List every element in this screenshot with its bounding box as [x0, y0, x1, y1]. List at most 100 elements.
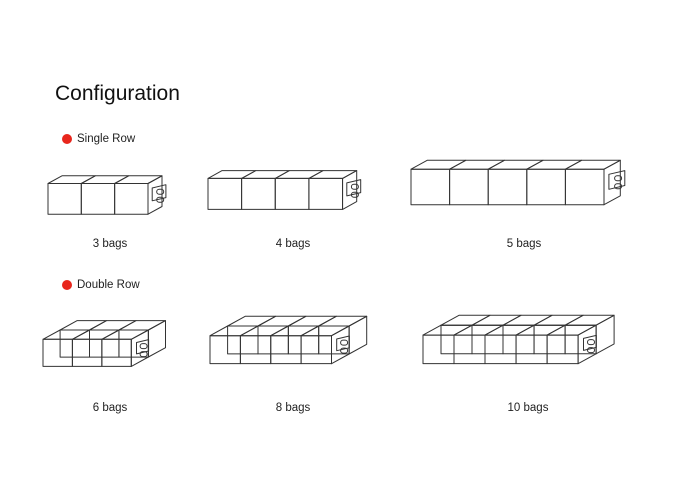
bag-side [577, 324, 597, 365]
bag-front [209, 335, 241, 365]
bag-top [270, 325, 320, 337]
section-label: Single Row [77, 133, 136, 145]
bag-top [209, 325, 259, 337]
bag-front [89, 329, 120, 358]
bag-top [318, 315, 368, 327]
handle-hole [139, 351, 148, 358]
bag-front [71, 338, 103, 367]
handle-tab [346, 179, 362, 197]
bag-front [487, 168, 528, 206]
bag-front [308, 177, 343, 210]
bag-top [59, 320, 108, 331]
caption-8-bags: 8 bags [275, 402, 311, 414]
bag-top [515, 324, 566, 336]
bag-top [533, 314, 584, 326]
bag-top [471, 314, 522, 326]
drawing-6-bags [42, 320, 166, 367]
bag-front [114, 183, 149, 215]
bag-front [42, 338, 73, 367]
drawing-4-bags [207, 170, 362, 210]
bag-top [440, 314, 491, 326]
red-bullet-icon [62, 134, 72, 144]
bag-front [101, 338, 132, 367]
handle-hole [350, 191, 359, 198]
section-single-row: Single Row [62, 133, 135, 145]
page-title: Configuration [55, 82, 180, 105]
section-label: Double Row [77, 279, 140, 291]
bag-front [471, 324, 504, 355]
bag-top [546, 324, 597, 336]
bag-front [526, 168, 566, 206]
bag-top [422, 324, 473, 336]
handle-tab [608, 170, 626, 190]
bag-top [453, 324, 504, 336]
handle-hole [587, 339, 595, 346]
red-bullet-icon [62, 280, 72, 290]
drawing-10-bags [422, 314, 615, 365]
bag-front [533, 324, 566, 355]
bag-top [101, 329, 149, 340]
bag-top [227, 315, 277, 327]
bag-side [595, 314, 615, 355]
handle-tab [136, 339, 150, 355]
bag-front [287, 325, 320, 355]
bag-top [564, 314, 615, 326]
handle-tab [151, 184, 167, 202]
bag-top [42, 329, 90, 340]
bag-front [274, 177, 310, 210]
bag-front [47, 183, 82, 215]
bag-front [257, 325, 289, 355]
caption-5-bags: 5 bags [506, 238, 542, 250]
bag-top [118, 320, 166, 331]
bag-front [239, 335, 272, 365]
bag-front [80, 183, 116, 215]
bag-front [300, 335, 332, 365]
bag-front [422, 334, 455, 365]
handle-hole [614, 183, 623, 190]
handle-hole [350, 183, 359, 190]
bag-side [147, 175, 163, 215]
bag-front [241, 177, 276, 210]
handle-hole [156, 188, 165, 195]
caption-3-bags: 3 bags [92, 238, 128, 250]
bag-front [410, 168, 451, 206]
bag-top [300, 325, 350, 337]
section-double-row: Double Row [62, 279, 140, 291]
caption-4-bags: 4 bags [275, 238, 311, 250]
handle-hole [340, 339, 349, 346]
handle-hole [340, 347, 349, 354]
bag-front [564, 168, 605, 206]
drawing-3-bags [47, 175, 167, 215]
bag-front [546, 334, 579, 365]
bag-front [59, 329, 90, 358]
bag-side [342, 170, 358, 210]
bag-front [440, 324, 473, 355]
bag-front [270, 335, 302, 365]
bag-side [348, 315, 368, 355]
caption-6-bags: 6 bags [92, 402, 128, 414]
bag-top [239, 325, 289, 337]
bag-side [331, 325, 350, 365]
bag-top [89, 320, 137, 331]
drawing-5-bags [410, 159, 626, 206]
bag-side [147, 320, 166, 358]
bag-front [207, 177, 243, 210]
bag-front [449, 168, 489, 206]
bag-top [502, 314, 553, 326]
drawing-8-bags [209, 315, 368, 365]
caption-10-bags: 10 bags [507, 402, 549, 414]
bag-front [453, 334, 486, 365]
bag-front [515, 334, 548, 365]
bag-front [484, 334, 517, 365]
bag-front [227, 325, 259, 355]
handle-hole [587, 347, 595, 354]
bag-top [484, 324, 535, 336]
handle-hole [139, 343, 148, 350]
handle-tab [583, 334, 597, 351]
bag-top [71, 329, 120, 340]
bag-top [287, 315, 337, 327]
bag-front [502, 324, 535, 355]
bag-side [130, 329, 149, 367]
handle-hole [614, 175, 623, 182]
